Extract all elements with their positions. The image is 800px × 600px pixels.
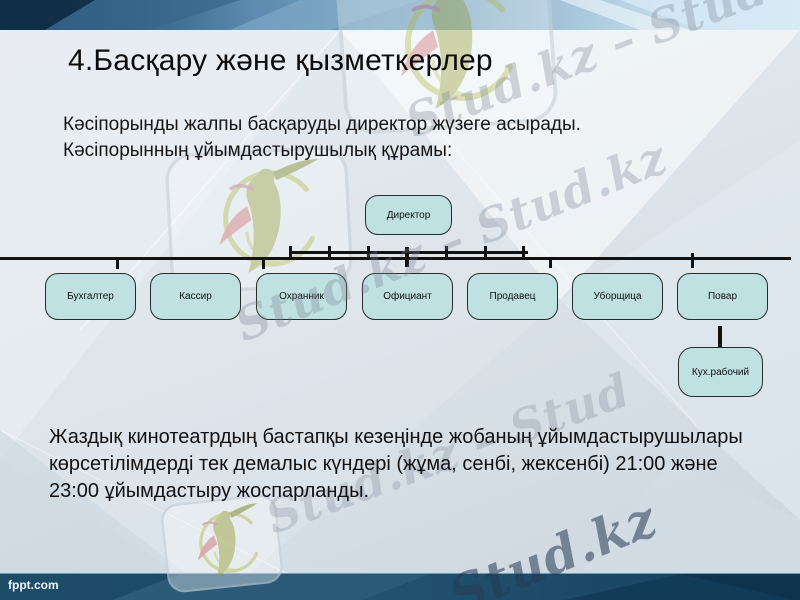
connector-drop: [691, 253, 694, 268]
fppt-brand-label: fppt.com: [8, 578, 59, 592]
connector-rail-main: [0, 257, 791, 260]
org-box-waiter: Официант: [362, 273, 453, 320]
connector-drop: [116, 257, 119, 269]
connector-tick: [522, 246, 525, 260]
connector-tick: [289, 246, 292, 260]
connector-povar-kuh: [718, 326, 722, 348]
org-box-kitchen-worker: Кух.рабочий: [678, 347, 763, 397]
intro-paragraph: Кәсіпорынды жалпы басқаруды директор жүз…: [63, 112, 581, 164]
outro-line-3: 23:00 ұйымдастыру жоспарланды.: [49, 480, 370, 502]
connector-drop: [549, 257, 552, 268]
org-box-accountant: Бухгалтер: [45, 273, 136, 320]
org-box-guard: Охранник: [256, 273, 347, 320]
org-box-director: Директор: [365, 195, 452, 235]
outro-line-2: көрсетілімдерді тек демалыс күндері (жұм…: [49, 453, 718, 475]
outro-line-1: Жаздық кинотеатрдың бастапқы кезеңінде ж…: [49, 426, 743, 448]
org-box-cleaner: Уборщица: [572, 273, 663, 320]
connector-rail-upper: [290, 251, 528, 254]
org-box-cashier: Кассир: [150, 273, 241, 320]
connector-tick: [367, 246, 370, 260]
top-decor-band: [0, 0, 800, 30]
org-box-cook: Повар: [677, 273, 768, 320]
slide-title: 4.Басқару және қызметкерлер: [68, 44, 493, 77]
org-box-seller: Продавец: [467, 273, 558, 320]
outro-paragraph: Жаздық кинотеатрдың бастапқы кезеңінде ж…: [49, 424, 743, 505]
intro-line-2: Кәсіпорынның ұйымдастырушылық құрамы:: [63, 140, 453, 161]
bottom-decor-bar: [0, 573, 800, 600]
connector-tick: [445, 246, 448, 260]
intro-line-1: Кәсіпорынды жалпы басқаруды директор жүз…: [63, 114, 581, 135]
connector-tick: [484, 246, 487, 260]
connector-drop: [262, 257, 265, 269]
connector-tick: [328, 246, 331, 260]
